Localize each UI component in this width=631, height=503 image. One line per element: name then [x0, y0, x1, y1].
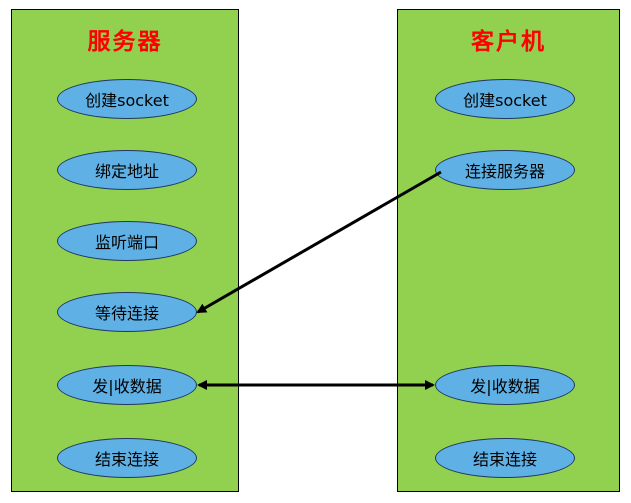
server-step-create-socket: 创建socket — [57, 79, 197, 119]
server-step-bind-address: 绑定地址 — [57, 150, 197, 190]
client-step-connect-server: 连接服务器 — [435, 150, 575, 190]
server-title: 服务器 — [87, 28, 163, 55]
server-step-close: 结束连接 — [57, 438, 197, 478]
client-step-close: 结束连接 — [435, 438, 575, 478]
server-step-listen-port: 监听端口 — [57, 221, 197, 261]
client-step-send-receive: 发|收数据 — [435, 365, 575, 405]
server-step-send-receive: 发|收数据 — [57, 365, 197, 405]
server-step-wait-connection: 等待连接 — [57, 292, 197, 332]
client-title: 客户机 — [471, 28, 546, 55]
client-step-create-socket: 创建socket — [435, 79, 575, 119]
